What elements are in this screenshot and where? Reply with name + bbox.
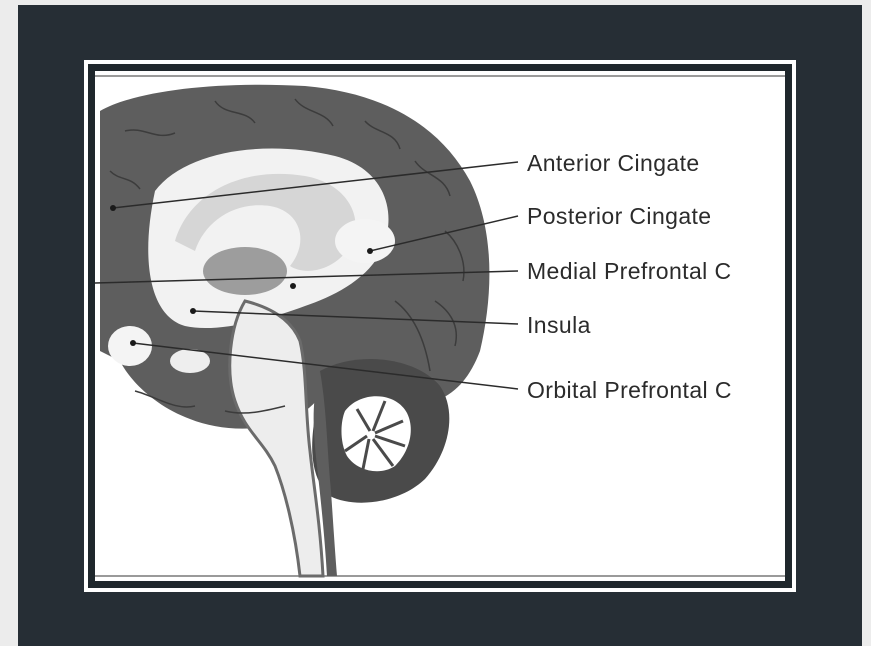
brain-illustration: Anterior Cingate Posterior Cingate Media… [95,71,785,581]
label-insula: Insula [527,312,591,338]
label-medial-prefrontal: Medial Prefrontal C [527,258,731,284]
thalamus [203,247,287,295]
white-patch-1 [170,349,210,373]
white-patch-2 [108,326,152,366]
label-orbital-prefrontal: Orbital Prefrontal C [527,377,732,403]
label-posterior-cingate: Posterior Cingate [527,203,712,229]
label-anterior-cingate: Anterior Cingate [527,150,700,176]
brain-diagram: Anterior Cingate Posterior Cingate Media… [95,71,785,581]
white-patch-3 [335,219,395,263]
